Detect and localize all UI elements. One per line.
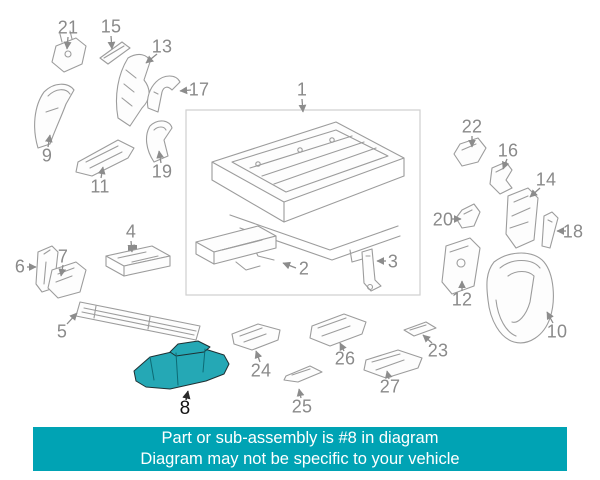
part-label-27: 27 (379, 376, 401, 397)
arrow-part-7 (58, 264, 67, 277)
part-27-drawing (363, 349, 423, 379)
part-10-drawing (486, 252, 554, 344)
arrow-part-15 (107, 35, 116, 50)
part-label-4: 4 (125, 221, 137, 242)
part-4-drawing (105, 245, 171, 277)
part-label-20: 20 (432, 209, 454, 230)
part-18-drawing (541, 211, 559, 249)
part-label-9: 9 (41, 145, 53, 166)
part-label-8-highlighted: 8 (179, 398, 191, 419)
part-label-19: 19 (151, 161, 173, 182)
part-label-6: 6 (14, 256, 26, 277)
part-1-drawing (185, 109, 421, 296)
part-19-drawing (145, 120, 173, 163)
part-20-drawing (455, 203, 481, 229)
arrow-part-1 (298, 98, 307, 113)
arrow-part-16 (502, 158, 510, 170)
status-banner: Part or sub-assembly is #8 in diagram Di… (33, 427, 567, 471)
part-label-25: 25 (291, 396, 313, 417)
part-5-drawing (75, 301, 201, 341)
part-label-2: 2 (298, 258, 310, 279)
arrow-part-27 (384, 370, 393, 380)
part-17-drawing (146, 75, 181, 113)
arrow-part-13 (145, 53, 158, 64)
part-label-12: 12 (451, 289, 473, 310)
banner-line-1: Part or sub-assembly is #8 in diagram (161, 429, 439, 447)
part-label-11: 11 (90, 176, 110, 197)
arrow-part-11 (97, 166, 106, 179)
part-label-15: 15 (100, 16, 122, 37)
part-label-21: 21 (57, 17, 79, 38)
part-26-drawing (309, 313, 367, 347)
part-label-10: 10 (546, 321, 568, 342)
arrow-part-19 (156, 150, 165, 164)
part-23-drawing (403, 321, 437, 337)
part-label-17: 17 (188, 79, 210, 100)
part-21-drawing (51, 30, 87, 73)
part-label-23: 23 (427, 340, 449, 361)
part-label-18: 18 (562, 221, 584, 242)
part-24-drawing (231, 323, 281, 351)
arrow-part-9 (44, 134, 53, 148)
part-2-drawing (195, 225, 277, 271)
part-11-drawing (75, 139, 135, 177)
arrow-part-17 (179, 86, 192, 95)
part-label-7: 7 (57, 246, 69, 267)
part-label-16: 16 (497, 140, 519, 161)
arrow-part-8 (182, 390, 191, 401)
part-16-drawing (489, 161, 513, 195)
part-7-drawing (47, 261, 87, 299)
part-25-drawing (283, 365, 323, 383)
part-label-3: 3 (387, 251, 399, 272)
arrow-part-25 (296, 388, 305, 399)
part-22-drawing (453, 137, 487, 167)
arrow-part-14 (529, 187, 541, 198)
arrow-part-2 (282, 261, 297, 270)
part-15-drawing (99, 41, 131, 65)
arrow-part-24 (254, 350, 263, 363)
callout-arrows (27, 35, 566, 401)
arrow-part-26 (339, 342, 347, 352)
arrow-part-5 (66, 312, 78, 325)
part-label-5: 5 (56, 321, 68, 342)
part-12-drawing (441, 237, 481, 295)
part-label-14: 14 (535, 169, 557, 190)
arrow-part-21 (63, 36, 72, 50)
part-3-drawing (361, 248, 382, 292)
arrow-part-4 (127, 240, 136, 253)
part-label-1: 1 (296, 79, 308, 100)
arrow-part-23 (422, 334, 433, 344)
arrow-part-10 (546, 311, 554, 324)
banner-line-2: Diagram may not be specific to your vehi… (140, 450, 460, 468)
part-label-24: 24 (250, 360, 272, 381)
part-9-drawing (34, 83, 75, 149)
part-label-13: 13 (151, 36, 173, 57)
part-label-26: 26 (334, 348, 356, 369)
part-13-drawing (115, 53, 151, 127)
part-14-drawing (505, 187, 539, 249)
part-label-22: 22 (461, 116, 483, 137)
part-8-highlighted-drawing (133, 340, 230, 390)
